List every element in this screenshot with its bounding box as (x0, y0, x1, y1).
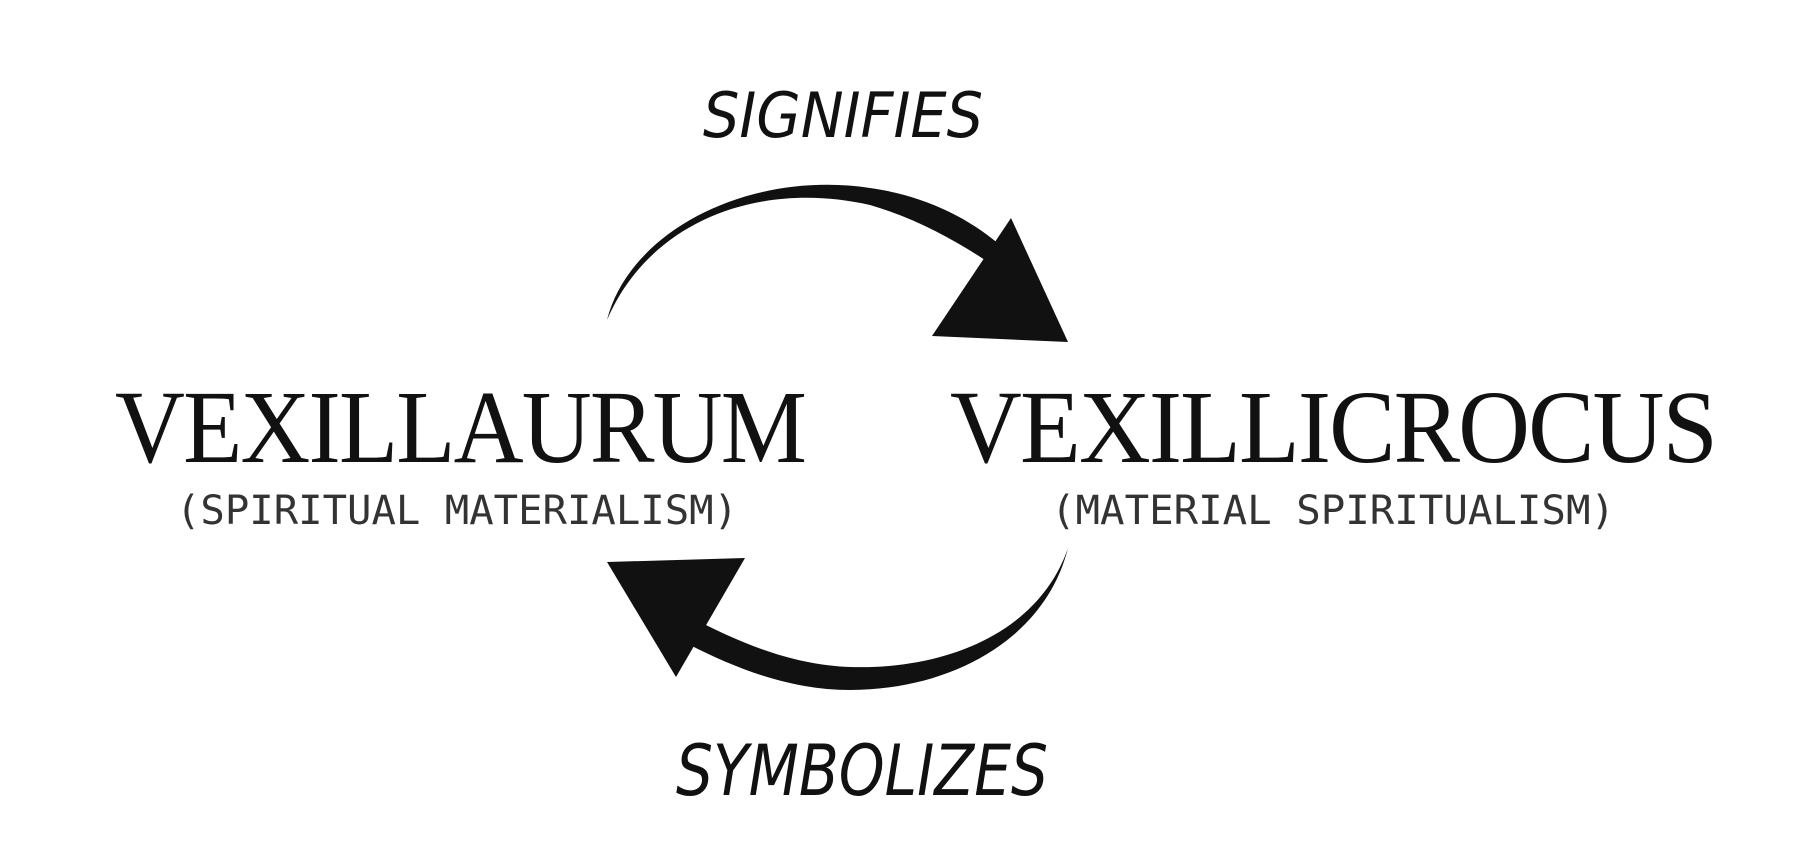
top-arrow-shaft (607, 184, 1000, 320)
bottom-arrow-head (607, 558, 745, 677)
top-arrow-head (932, 218, 1068, 342)
left-node-subtitle: (SPIRITUAL MATERIALISM) (176, 488, 738, 534)
right-node-subtitle: (MATERIAL SPIRITUALISM) (1051, 488, 1615, 534)
bottom-arrow-shaft (690, 548, 1068, 690)
bottom-relation-label: SYMBOLIZES (676, 730, 1048, 812)
top-relation-label: SIGNIFIES (703, 79, 983, 152)
left-node-title: VEXILLAURUM (115, 370, 805, 485)
bottom-arrow (607, 548, 1068, 690)
top-arrow (607, 184, 1068, 342)
right-node-title: VEXILLICROCUS (950, 370, 1716, 485)
